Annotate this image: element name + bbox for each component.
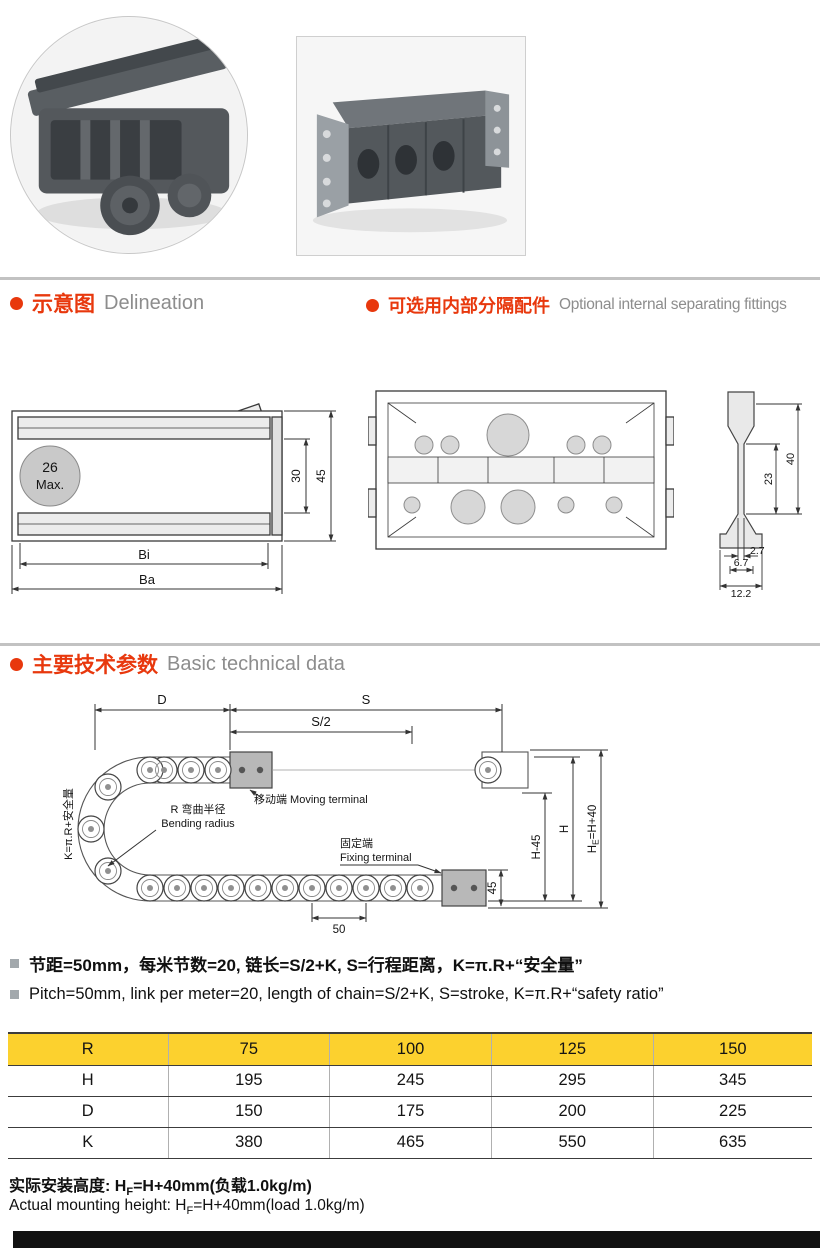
table-cell: 245 (329, 1065, 492, 1097)
table-row-label: H (8, 1065, 168, 1097)
section-divider (0, 277, 820, 280)
dim-45-label: 45 (487, 882, 499, 895)
fixing-terminal-block (441, 869, 487, 907)
fixing-terminal-label-cn: 固定端 (340, 836, 373, 850)
dim-12-2-label: 12.2 (731, 588, 752, 598)
table-row-label: K (8, 1127, 168, 1159)
max-diameter-value: 26 (42, 459, 58, 475)
dim-23-label: 23 (763, 473, 775, 485)
dim-outer-width-label: Ba (139, 572, 156, 587)
section-header-delineation: 示意图 Delineation (10, 288, 204, 318)
table-cell: 550 (490, 1127, 654, 1159)
table-cell: 125 (490, 1033, 654, 1066)
dim-inner-height-label: 30 (289, 469, 303, 483)
dim-50-label: 50 (333, 924, 346, 936)
separator-profile-shape (719, 391, 763, 549)
red-dot-bullet (366, 298, 379, 312)
dim-outer-height-label: 45 (314, 469, 328, 483)
cable-carrier-product-photo (296, 36, 526, 256)
table-cell: 100 (329, 1033, 492, 1066)
delineation-drawing: 26 Max. 30 45 Bi Ba (11, 403, 336, 594)
section-title-en: Delineation (104, 291, 205, 314)
dim-H-label: H (559, 825, 571, 833)
table-cell: 380 (167, 1127, 330, 1159)
dim-H45-label: H-45 (531, 835, 543, 860)
table-row-R: R 75 100 125 150 (8, 1033, 812, 1066)
dim-inner-width-label: Bi (138, 547, 150, 562)
table-header-cell: R (8, 1033, 168, 1066)
max-cable-diameter-ball: 26 Max. (19, 445, 81, 507)
dimension-lines (719, 403, 802, 590)
table-cell: 635 (652, 1127, 812, 1159)
table-cell: 150 (652, 1033, 812, 1066)
chain-link-outer-rings (77, 756, 502, 902)
table-row-H: H 195 245 295 345 (8, 1065, 812, 1097)
table-cell: 195 (167, 1065, 330, 1097)
moving-terminal-block (229, 751, 273, 789)
moving-terminal-label: 移动端 Moving terminal (254, 793, 368, 806)
chain-link-hubs (88, 767, 491, 891)
table-cell: 225 (652, 1096, 812, 1128)
fixing-terminal-label-en: Fixing terminal (340, 852, 412, 864)
pitch-note-en: Pitch=50mm, link per meter=20, length of… (10, 985, 664, 1004)
section-divider (0, 643, 820, 646)
dimension-lines (94, 704, 608, 922)
chain-link-inner-rings (82, 761, 497, 897)
section-title-en: Optional internal separating fittings (559, 296, 787, 313)
bending-radius-label-cn: R 弯曲半径 (171, 802, 226, 816)
dim-40-label: 40 (785, 453, 797, 465)
bottom-black-bar (13, 1231, 820, 1248)
pitch-note-cn: 节距=50mm，每米节数=20, 链长=S/2+K, S=行程距离，K=π.R+… (10, 951, 583, 976)
pitch-note-en-text: Pitch=50mm, link per meter=20, length of… (29, 985, 664, 1003)
table-row-D: D 150 175 200 225 (8, 1096, 812, 1128)
mounting-height-note-en: Actual mounting height: HF=H+40mm(load 1… (9, 1197, 365, 1218)
square-bullet (10, 959, 19, 968)
table-cell: 75 (167, 1033, 330, 1066)
section-title-cn: 示意图 (32, 293, 95, 316)
separating-fittings-drawing (368, 390, 674, 550)
dim-D-label: D (157, 692, 166, 707)
cable-chain-closeup-photo (10, 16, 248, 254)
table-cell: 175 (329, 1096, 492, 1128)
dim-HE-label: HE=H+40 (587, 805, 601, 854)
table-cell: 295 (490, 1065, 654, 1097)
product-photo-illustration (297, 37, 525, 255)
red-dot-bullet (10, 657, 23, 671)
dim-S2-label: S/2 (311, 714, 331, 729)
dimension-lines (11, 410, 336, 594)
bending-diagram: D S S/2 K=π.R+安全量 R 弯曲半径 Bending radius … (61, 692, 608, 936)
section-header-technical: 主要技术参数 Basic technical data (10, 649, 345, 679)
section-title-en: Basic technical data (167, 652, 345, 675)
section-title-cn: 可选用内部分隔配件 (388, 296, 550, 316)
table-cell: 150 (167, 1096, 330, 1128)
cable-hole-circles (403, 413, 623, 525)
technical-data-table: R 75 100 125 150 H 195 245 295 345 D 150… (8, 1032, 812, 1159)
dim-2-7-label: 2.7 (750, 545, 765, 557)
open-lid-shape (27, 36, 227, 116)
closeup-photo-illustration (11, 17, 247, 253)
pitch-note-cn-text: 节距=50mm，每米节数=20, 链长=S/2+K, S=行程距离，K=π.R+… (29, 956, 583, 975)
bending-radius-label-en: Bending radius (161, 818, 235, 830)
dim-6-7-label: 6.7 (734, 557, 749, 569)
max-diameter-unit: Max. (36, 477, 64, 492)
section-header-fittings: 可选用内部分隔配件 Optional internal separating f… (366, 292, 787, 318)
separator-profile-drawing: 23 40 2.7 6.7 12.2 (719, 391, 802, 598)
table-row-K: K 380 465 550 635 (8, 1127, 812, 1159)
table-cell: 200 (490, 1096, 654, 1128)
mounting-height-note-cn: 实际安装高度: HF=H+40mm(负载1.0kg/m) (9, 1178, 312, 1199)
red-dot-bullet (10, 296, 23, 310)
k-formula-label: K=π.R+安全量 (61, 788, 75, 860)
table-cell: 345 (652, 1065, 812, 1097)
table-cell: 465 (329, 1127, 492, 1159)
section-title-cn: 主要技术参数 (32, 654, 158, 677)
dim-S-label: S (362, 692, 371, 707)
table-row-label: D (8, 1096, 168, 1128)
square-bullet (10, 990, 19, 999)
